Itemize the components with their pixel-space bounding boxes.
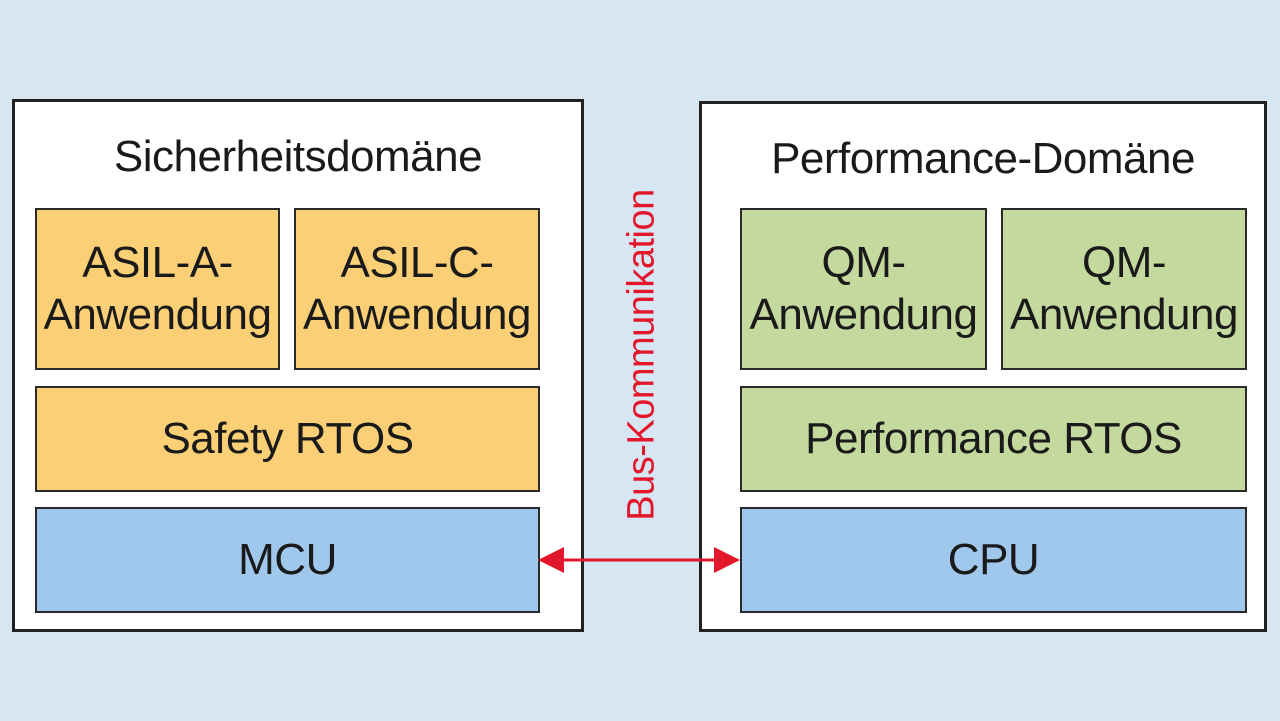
bus-communication-label: Bus-Kommunikation xyxy=(620,189,663,521)
qm-2-label-line1: QM- xyxy=(1081,238,1167,287)
mcu-label: MCU xyxy=(238,535,337,584)
qm-2-label-line2: Anwendung xyxy=(1010,290,1238,339)
qm-application-block-1: QM- Anwendung xyxy=(740,208,987,370)
bus-communication-arrow xyxy=(538,547,740,573)
qm-1-label-line1: QM- xyxy=(821,238,906,287)
bus-arrowhead-right xyxy=(714,547,740,573)
performance-rtos-label: Performance RTOS xyxy=(805,414,1182,463)
qm-application-block-2: QM- Anwendung xyxy=(1001,208,1247,370)
cpu-label: CPU xyxy=(947,535,1040,584)
bus-arrowhead-left xyxy=(538,547,564,573)
asil-a-application-block: ASIL-A- Anwendung xyxy=(35,208,280,370)
asil-a-label-line1: ASIL-A- xyxy=(82,238,233,287)
asil-a-label-line2: Anwendung xyxy=(43,290,272,339)
performance-rtos-block: Performance RTOS xyxy=(740,386,1247,492)
safety-domain-title: Sicherheitsdomäne xyxy=(113,132,483,181)
safety-rtos-block: Safety RTOS xyxy=(35,386,540,492)
safety-domain: Sicherheitsdomäne ASIL-A- Anwendung ASIL… xyxy=(12,99,584,632)
asil-c-label-line2: Anwendung xyxy=(303,290,531,339)
performance-domain: Performance-Domäne QM- Anwendung QM- Anw… xyxy=(699,101,1267,632)
performance-domain-title: Performance-Domäne xyxy=(771,134,1195,183)
asil-c-label-line1: ASIL-C- xyxy=(340,238,494,287)
qm-1-label-line2: Anwendung xyxy=(749,290,978,339)
asil-c-application-block: ASIL-C- Anwendung xyxy=(294,208,540,370)
mcu-block: MCU xyxy=(35,507,540,613)
safety-rtos-label: Safety RTOS xyxy=(161,414,414,463)
cpu-block: CPU xyxy=(740,507,1247,613)
